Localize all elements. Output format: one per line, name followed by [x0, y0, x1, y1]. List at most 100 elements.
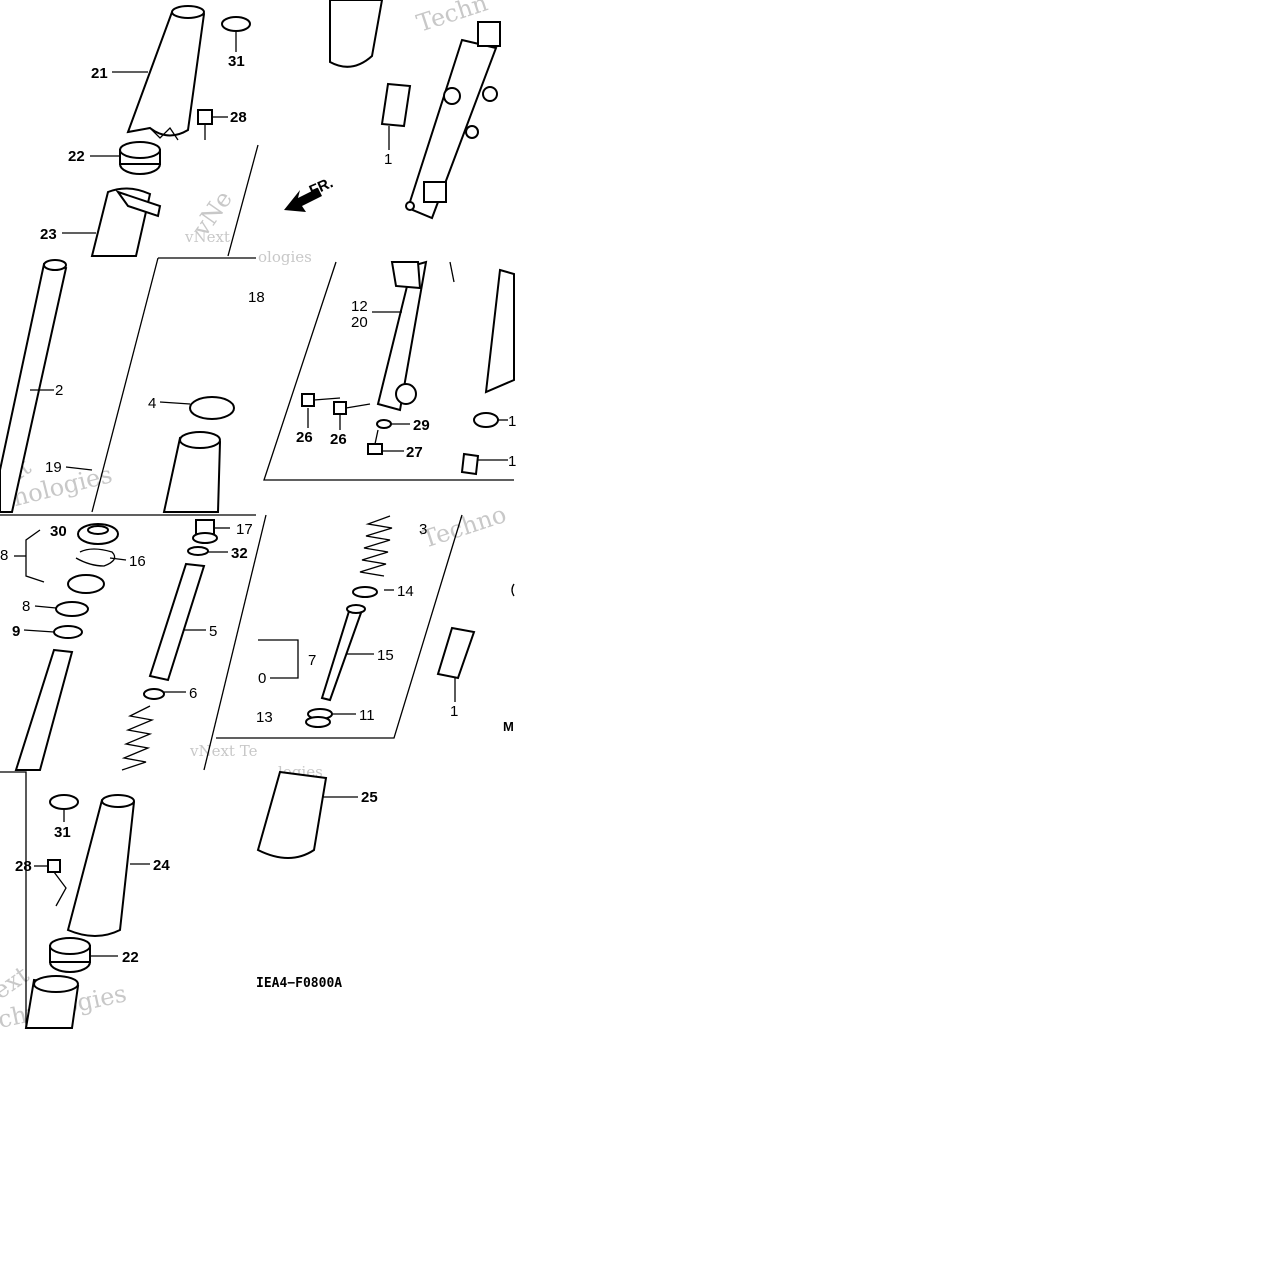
pad-1: [436, 626, 476, 680]
bolt-27: [367, 429, 383, 455]
callout-24: 24: [153, 857, 170, 874]
spring: [121, 705, 155, 771]
damper-rod-15: [320, 604, 366, 702]
group-border: [203, 514, 267, 771]
washer-6: [143, 688, 165, 700]
bushing: [473, 412, 499, 428]
callout-22: 22: [122, 949, 139, 966]
callout-31: 31: [54, 824, 71, 841]
fork-cover-24: [66, 794, 136, 937]
spring-3: [359, 515, 393, 577]
callout-1: 1: [508, 413, 516, 430]
direction-label: FR.: [307, 174, 336, 199]
tile-bottom: 31 24 28 22 25 IEA4−F0800A: [0, 770, 378, 1029]
watermark: ologies: [258, 248, 312, 266]
washer-14: [352, 586, 378, 598]
callout-26: 26: [330, 431, 347, 448]
callout-29: 29: [413, 417, 430, 434]
spring-11: [305, 708, 333, 728]
nut-22: [119, 141, 161, 175]
tile-third: 30 17 32 16 8 8 9 5 6 3 14 15 7 0 13 11 …: [0, 514, 515, 771]
seal-4: [189, 396, 235, 420]
bracket-7: [258, 639, 299, 679]
group-border: [0, 771, 27, 1028]
callout-23: 23: [40, 226, 57, 243]
callout-32: 32: [231, 545, 248, 562]
spacer-5: [148, 562, 206, 682]
tile-top: FR. 21 31 28 22 23 1 18: [40, 0, 501, 306]
ring-31: [221, 16, 251, 32]
callout-7: 7: [308, 652, 316, 669]
upper-tube: [329, 0, 384, 68]
group-border: [263, 261, 514, 481]
inner-tube-edge: [227, 144, 259, 257]
callout-22: 22: [68, 148, 85, 165]
callout-20: 20: [351, 314, 368, 331]
callout-4: 4: [148, 395, 156, 412]
callout-21: 21: [91, 65, 108, 82]
callout-19: 19: [45, 459, 62, 476]
fork-tube: [14, 648, 74, 771]
collar: [460, 452, 480, 476]
callout-1: 1: [450, 703, 458, 720]
watermark: Techno: [418, 500, 510, 554]
group-border: [216, 514, 463, 739]
callout-0: 0: [258, 670, 266, 687]
group-border: [91, 257, 159, 513]
callout-8: 8: [22, 598, 30, 615]
cap-bolt-17: [192, 519, 218, 544]
watermark: vNext Te: [189, 742, 258, 760]
callout-14: 14: [397, 583, 414, 600]
callout-9: 9: [12, 623, 20, 640]
fork-cover-21: [126, 5, 206, 141]
callout-11: 11: [359, 707, 375, 724]
seal-8: [67, 574, 105, 594]
bolt-26a: [301, 393, 341, 407]
bolt-26b: [333, 401, 371, 415]
bracket-bottom: [24, 975, 80, 1029]
fork-slider: [405, 21, 501, 220]
callout-12: 12: [351, 298, 368, 315]
watermark: vNext: [184, 228, 230, 246]
o-ring-32: [187, 546, 209, 556]
washer-29: [376, 419, 392, 429]
callout-17: 17: [236, 521, 253, 538]
seal-30: [77, 523, 119, 545]
callout-31: 31: [228, 53, 245, 70]
watermark: ext: [0, 960, 34, 1005]
figure-code: IEA4−F0800A: [256, 976, 342, 991]
callout-3: 3: [419, 521, 427, 538]
pad-1: [380, 82, 412, 128]
ring-31: [49, 794, 79, 810]
callout-27: 27: [406, 444, 423, 461]
callout-25: 25: [361, 789, 378, 806]
callout-18: 18: [248, 289, 265, 306]
bolt-28: [197, 109, 213, 140]
inner-tube-2: [0, 259, 68, 513]
slider-12-20: [376, 260, 455, 412]
callout-28: 28: [230, 109, 247, 126]
bolt-28: [47, 859, 67, 907]
callout-15: 15: [377, 647, 394, 664]
nut-22: [49, 937, 91, 973]
callout-26: 26: [296, 429, 313, 446]
damper-tube: [484, 268, 515, 394]
slider-19: [162, 431, 222, 513]
front-direction-arrow: FR.: [284, 174, 336, 212]
callout-M: M: [503, 719, 514, 734]
clip-16: [75, 548, 116, 567]
callout-8: 8: [0, 547, 8, 564]
callout-6: 6: [189, 685, 197, 702]
washer-8: [55, 601, 89, 617]
callout-1: 1: [384, 151, 392, 168]
callout-13: 13: [256, 709, 273, 726]
callout-5: 5: [209, 623, 217, 640]
callout-30: 30: [50, 523, 67, 540]
tile-second: 2 4 19 12 20 26 26 29 27 1 1: [0, 257, 516, 513]
callout-28: 28: [15, 858, 32, 875]
callout-1: 1: [508, 453, 516, 470]
tube-25: [256, 770, 328, 859]
callout-16: 16: [129, 553, 146, 570]
